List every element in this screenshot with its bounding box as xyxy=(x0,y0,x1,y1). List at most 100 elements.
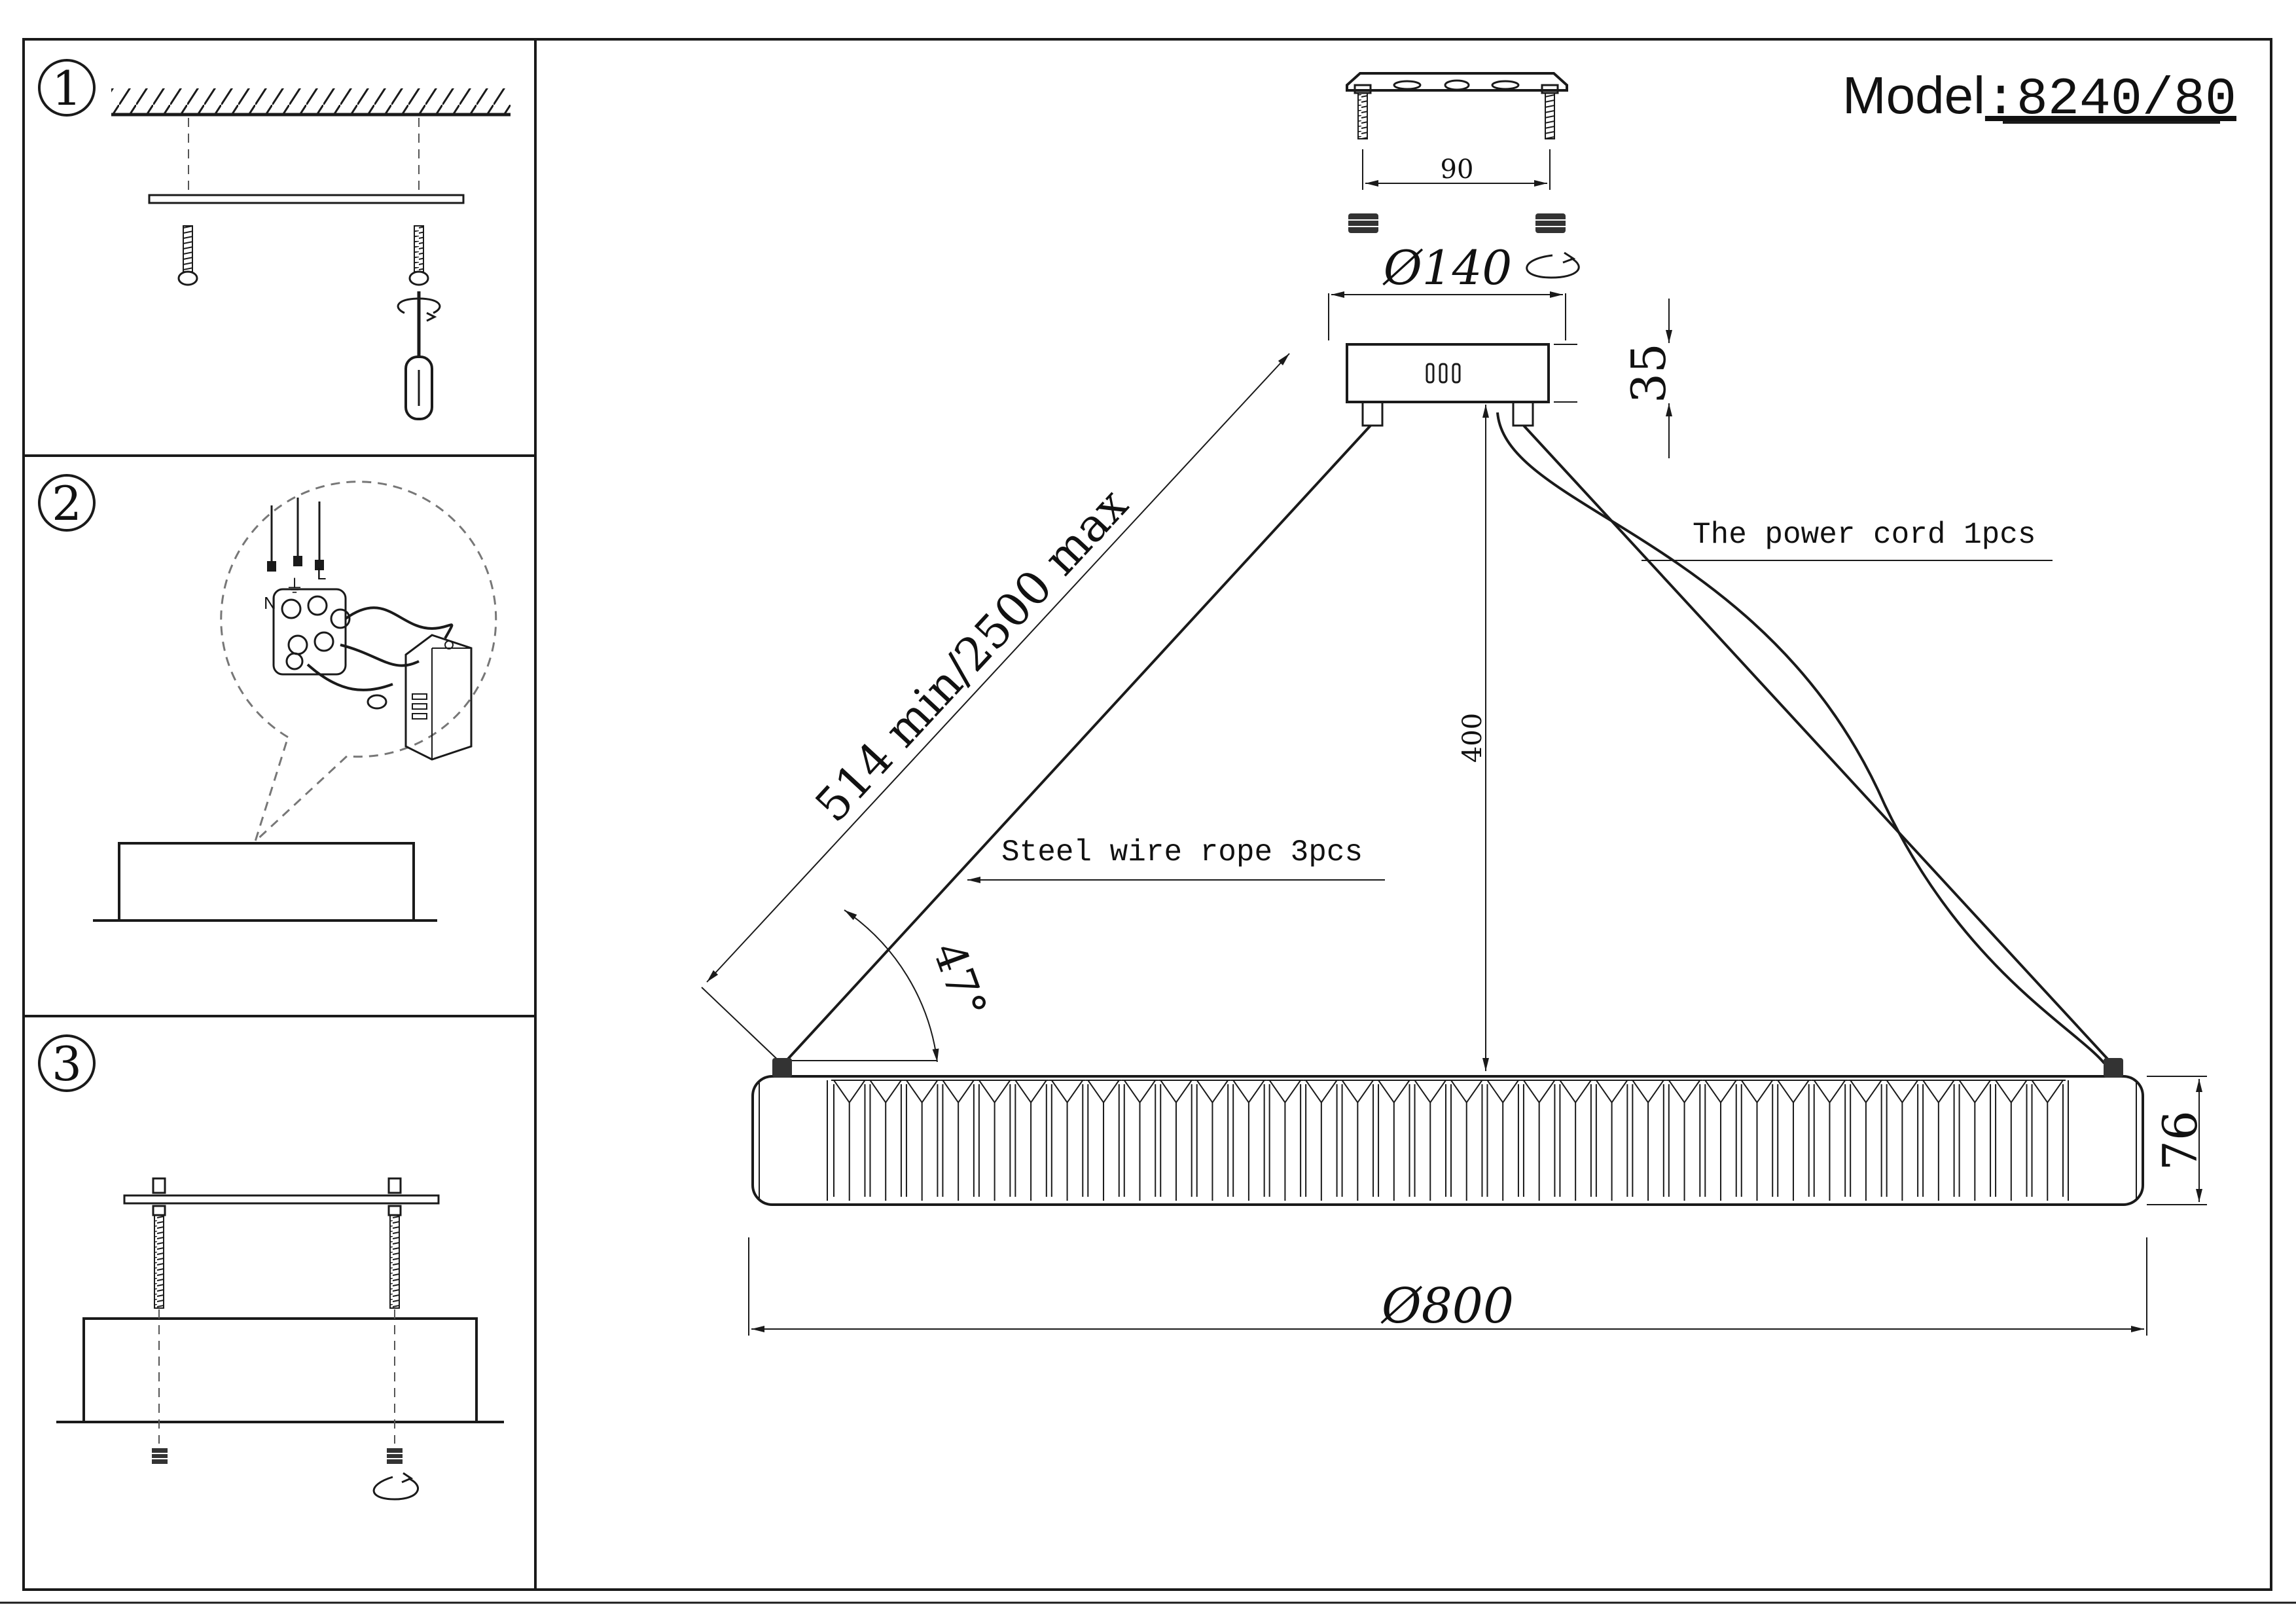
crystal-facet xyxy=(1448,1080,1485,1201)
dim-angle-arc xyxy=(844,909,939,1063)
cap-nut-main-left xyxy=(1348,213,1378,233)
rotate-arrow-main-head-icon xyxy=(1562,251,1576,264)
crystal-facet xyxy=(1593,1080,1630,1201)
step-3-number: 3 xyxy=(52,1036,82,1091)
step-1-panel: 1 xyxy=(38,59,511,420)
crystal-facet xyxy=(1339,1080,1376,1201)
step-1-badge xyxy=(38,59,96,117)
dim-ring-diameter: Ø800 xyxy=(1380,1278,1514,1334)
screw-left xyxy=(177,225,198,286)
crystal-ring xyxy=(751,1058,2144,1206)
wire-3 xyxy=(306,663,393,691)
dim-canopy-diameter: Ø140 xyxy=(1382,240,1512,295)
crystal-facet xyxy=(1303,1080,1340,1201)
terminal-block-icon xyxy=(272,588,351,676)
crystal-facet xyxy=(1666,1080,1703,1201)
canopy-grip-right xyxy=(1512,401,1534,427)
crystal-facet xyxy=(1920,1080,1957,1201)
crystal-facet xyxy=(1848,1080,1884,1201)
detail-callout-bubble xyxy=(220,481,497,845)
wire-1 xyxy=(344,606,454,639)
canopy-slot-1 xyxy=(1426,363,1435,384)
step-3-badge xyxy=(38,1034,96,1092)
crystal-facet xyxy=(1376,1080,1412,1201)
crystal-facet xyxy=(867,1080,904,1201)
rotate-arrow-main-icon xyxy=(1526,254,1580,279)
crystal-facet xyxy=(1049,1080,1086,1201)
canopy-body xyxy=(118,842,415,922)
callout-steel-wire: Steel wire rope 3pcs xyxy=(1001,835,1363,869)
crystal-facets xyxy=(831,1080,2066,1201)
crystal-facet xyxy=(1956,1080,1994,1201)
cap-nut-right xyxy=(387,1448,403,1464)
step-2-number: 2 xyxy=(52,476,82,531)
canopy xyxy=(1346,343,1550,403)
model-label: Model:8240/80 xyxy=(1842,66,2236,130)
power-cord xyxy=(1496,412,2106,1065)
crystal-facet xyxy=(1520,1080,1558,1201)
step-2-panel: 2 N ⏚ L xyxy=(38,474,497,922)
dim-wire-length: 514 min/2500 max xyxy=(805,478,1138,832)
crystal-facet xyxy=(831,1080,868,1201)
main-drawing: Model:8240/80 90 xyxy=(701,66,2236,1336)
mounting-bar xyxy=(148,194,465,204)
crystal-facet xyxy=(1702,1080,1739,1201)
mounting-bar-3 xyxy=(123,1194,440,1205)
step-2-badge xyxy=(38,474,96,532)
ground-icon: ⏚ xyxy=(285,576,304,596)
crystal-facet xyxy=(1884,1080,1921,1201)
canopy-slot-2 xyxy=(1439,363,1448,384)
driver-box-icon xyxy=(404,634,473,761)
cap-nut-left xyxy=(152,1448,168,1464)
threaded-rod-left xyxy=(152,1177,166,1309)
screw-right xyxy=(408,225,429,286)
model-prefix: Model xyxy=(1842,66,1985,124)
screwdriver-icon xyxy=(397,291,441,420)
crystal-facet xyxy=(1738,1080,1776,1201)
crystal-facet xyxy=(1230,1080,1267,1201)
crystal-facet xyxy=(1158,1080,1194,1201)
rotate-arrow-head-icon xyxy=(401,1472,414,1484)
crystal-facet xyxy=(1266,1080,1304,1201)
crystal-facet xyxy=(940,1080,977,1201)
crystal-facet xyxy=(1811,1080,1848,1201)
wire-clamp-left xyxy=(772,1058,792,1078)
model-number: :8240/80 xyxy=(1985,70,2236,130)
crystal-facet xyxy=(1085,1080,1122,1201)
crystal-facet xyxy=(1484,1080,1521,1201)
threaded-rod-right xyxy=(387,1177,402,1309)
wire-clamp-right xyxy=(2104,1058,2123,1078)
ground-ring xyxy=(367,694,387,710)
live-label: L xyxy=(317,564,326,583)
dim-screw-spacing: 90 xyxy=(1441,155,1474,185)
canopy-grip-left xyxy=(1361,401,1384,427)
ceiling-hatch xyxy=(111,88,511,115)
canopy-body-3 xyxy=(82,1317,478,1423)
step-1-number: 1 xyxy=(52,61,82,116)
crystal-facet xyxy=(1194,1080,1231,1201)
crystal-facet xyxy=(1630,1080,1666,1201)
dim-angle: 47° xyxy=(923,936,996,1025)
crystal-facet xyxy=(1121,1080,1158,1201)
crystal-facet xyxy=(976,1080,1013,1201)
crystal-facet xyxy=(2029,1080,2066,1201)
crystal-facet xyxy=(1013,1080,1049,1201)
dim-canopy-height: 35 xyxy=(1621,343,1676,403)
crystal-facet xyxy=(1993,1080,2030,1201)
dim-wire-length-line xyxy=(706,353,1290,983)
canopy-slot-3 xyxy=(1452,363,1461,384)
crystal-facet xyxy=(1412,1080,1448,1201)
crystal-facet xyxy=(1557,1080,1594,1201)
step-3-panel: 3 xyxy=(38,1034,504,1501)
dim-drop-height: 400 xyxy=(1458,713,1488,763)
callout-power-cord: The power cord 1pcs xyxy=(1693,518,2036,552)
dim-wire-length-ext xyxy=(701,987,783,1065)
crystal-facet xyxy=(1775,1080,1812,1201)
dim-ring-height: 76 xyxy=(2153,1110,2208,1171)
rotate-arrow-icon xyxy=(372,1476,419,1501)
outer-frame xyxy=(22,38,2272,1591)
cap-nut-main-right xyxy=(1535,213,1566,233)
crystal-facet xyxy=(903,1080,941,1201)
mounting-plate xyxy=(1346,72,1568,139)
